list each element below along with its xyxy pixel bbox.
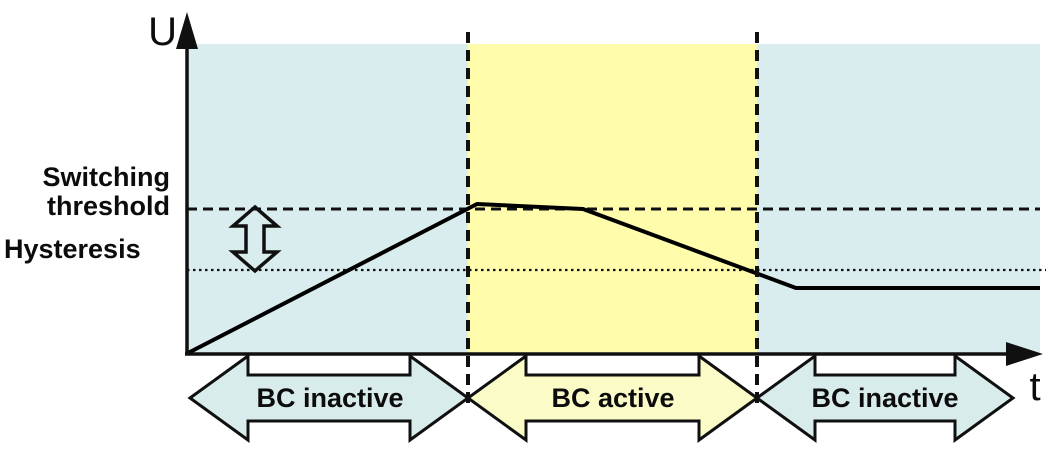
phase-label-bc-active: BC active	[551, 383, 674, 413]
switching-threshold-label-line2: threshold	[47, 191, 170, 221]
y-axis-label: U	[148, 10, 177, 54]
region-bc-active	[468, 44, 757, 354]
hysteresis-label: Hysteresis	[4, 234, 141, 264]
phase-label-bc-inactive-1: BC inactive	[256, 383, 403, 413]
x-axis-label: t	[1029, 365, 1040, 409]
y-axis-arrowhead-icon	[176, 12, 198, 49]
region-bc-inactive-2	[757, 44, 1040, 354]
phase-arrow-bc-inactive-2	[754, 353, 1016, 443]
region-bc-inactive-1	[187, 44, 468, 354]
x-axis-arrowhead-icon	[1006, 342, 1043, 366]
phase-label-bc-inactive-2: BC inactive	[811, 383, 958, 413]
switching-threshold-label-line1: Switching	[43, 162, 171, 192]
voltage-curve	[187, 202, 1040, 355]
hysteresis-range-arrow-icon	[228, 204, 282, 274]
